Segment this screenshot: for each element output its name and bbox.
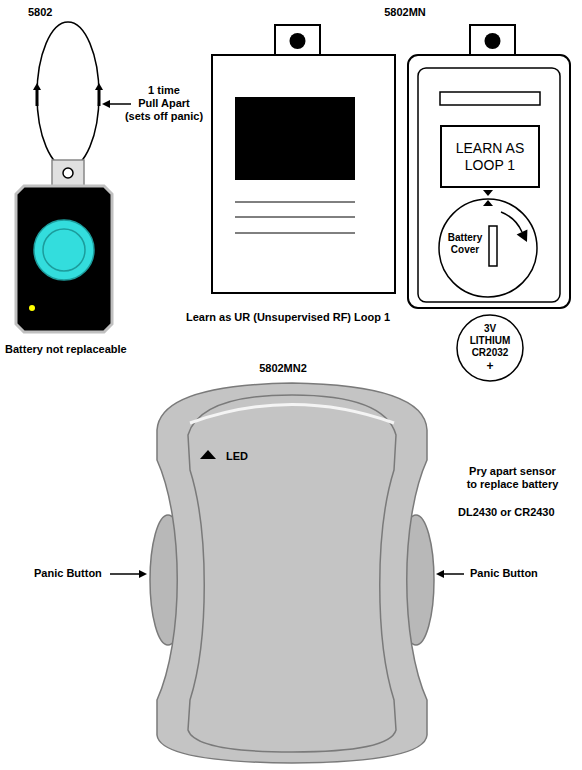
align-mark [483,200,493,206]
panic-button [34,220,94,280]
text-line: to replace battery [455,478,570,491]
pull-loop [37,22,99,168]
text-line: LITHIUM [456,335,524,347]
leader-line [109,103,131,105]
text-line: LEARN AS [456,140,524,157]
text-line: 1 time [120,84,208,97]
tab-hole [485,33,501,49]
pendant-tab [52,160,84,188]
fob-highlight [190,405,394,424]
part-name: LED [226,450,248,463]
node-text: LEARN AS LOOP 1 [456,140,524,174]
text-rule [235,217,355,218]
node-text: Battery Cover [445,232,485,256]
text-line: CR2032 [456,347,524,359]
callout-note: 1 time Pull Apart (sets off panic) [120,84,208,123]
tab-hole [63,168,73,178]
device-tab [275,25,320,57]
label-box: LEARN AS LOOP 1 [440,125,540,188]
arrow-head [139,570,147,578]
slot [440,92,540,105]
text-rule [235,233,355,234]
text-line: 3V [456,323,524,335]
led-symbol [200,450,216,459]
text-line: Battery [445,232,485,244]
text-line: (sets off panic) [120,110,208,123]
loop-crimp-tip [33,83,41,90]
model-name: 5802MN2 [248,362,318,375]
note: Battery not replaceable [5,343,127,356]
leader-line [110,573,140,575]
device-tab [470,25,515,57]
turn-arrow [501,212,522,232]
loop-crimp [36,88,39,106]
coin-slot [489,226,497,266]
front-label-panel [235,97,355,180]
fob-body [157,383,427,763]
back-recess [418,68,560,302]
model-name: 5802 [28,6,52,19]
node-circle [439,199,537,297]
tab-hole [290,33,306,49]
node-text: 3V LITHIUM CR2032 [456,323,524,359]
text-rule [235,202,355,203]
loop-crimp [98,88,101,106]
arrow-head [517,230,528,243]
coin-cell: 3V LITHIUM CR2032+ [456,314,524,382]
part-name: Panic Button [34,567,102,580]
fob-cover [188,395,396,752]
note: Pry apart sensor to replace battery [455,465,570,491]
pendant-body [16,186,112,332]
leader-line [443,573,464,575]
button-ring [43,229,85,271]
model-name: 5802MN [370,6,440,19]
note: Learn as UR (Unsupervised RF) Loop 1 [186,311,390,324]
align-mark [483,190,493,196]
part-name: Panic Button [470,567,538,580]
loop-crimp-tip [95,83,103,90]
arrow-head [102,100,110,108]
battery-type: DL2430 or CR2430 [458,506,555,519]
battery-cover: Battery Cover [438,198,538,298]
text-line: Cover [445,244,485,256]
text-line: LOOP 1 [456,157,524,174]
arrow-head [436,570,444,578]
node-text: + [456,360,524,373]
device-back [408,55,570,308]
led-dot [29,305,35,311]
node-circle [457,315,523,381]
device-front [212,55,395,293]
text-line: Pull Apart [120,97,208,110]
text-line: Pry apart sensor [455,465,570,478]
